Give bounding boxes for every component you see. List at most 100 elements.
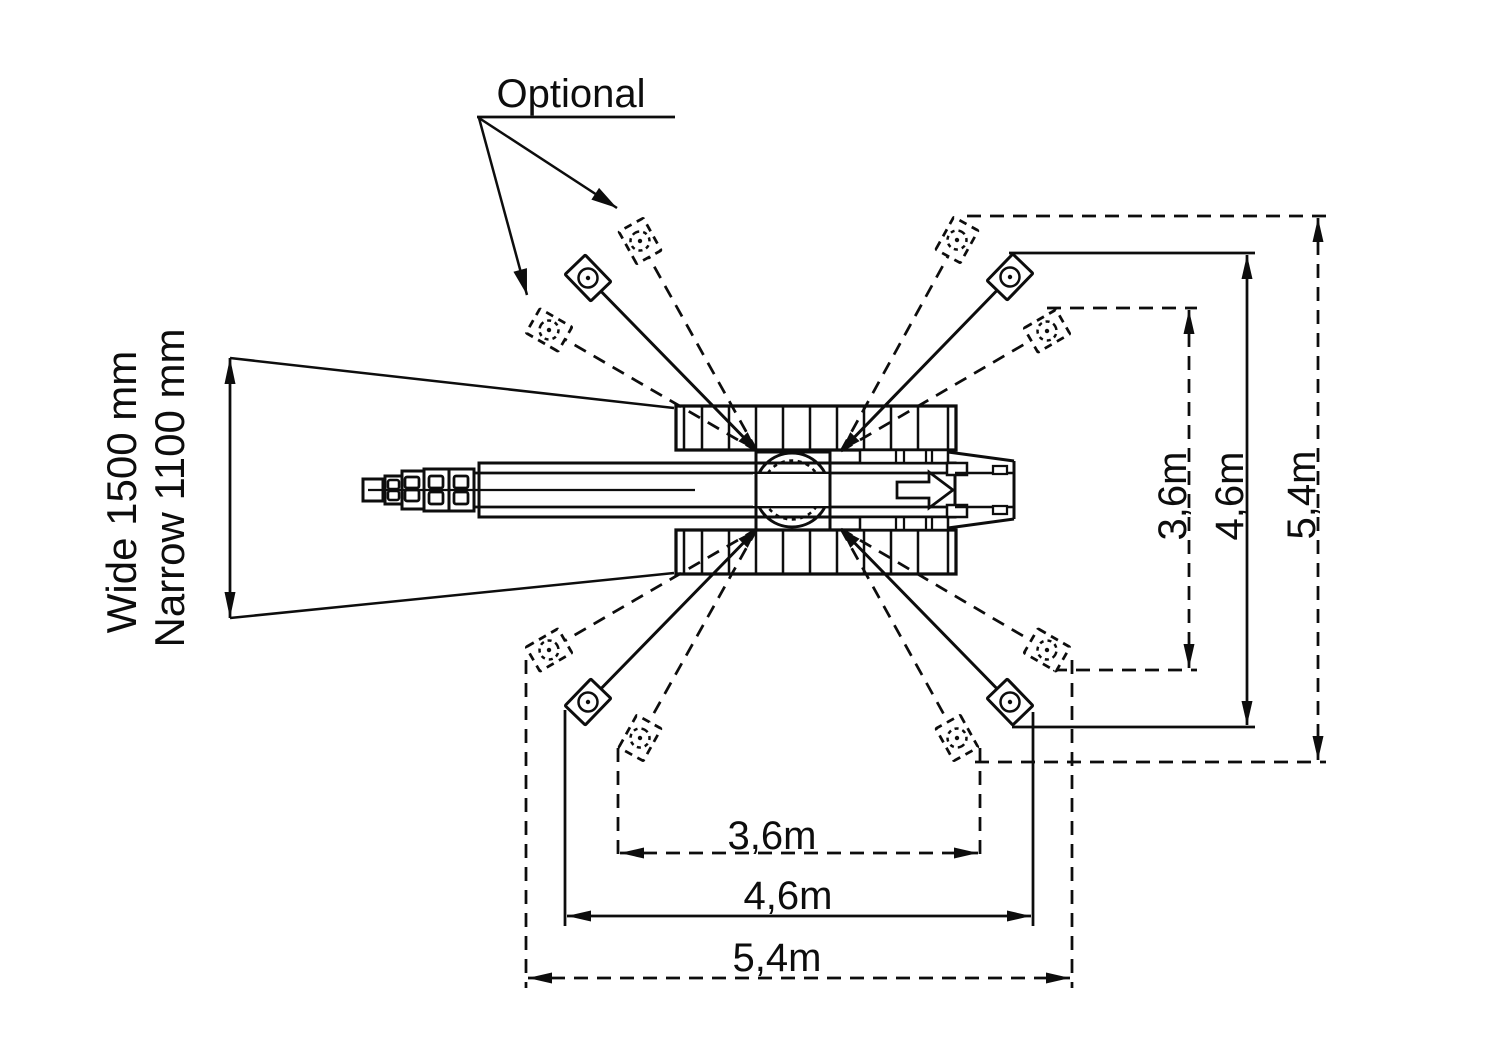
dim-3-6m-right-line-arrowhead xyxy=(1183,310,1195,334)
outrigger-pad-top-right-center-dot xyxy=(1007,274,1013,280)
dim-3-6m-bottom-line-arrowhead xyxy=(954,847,978,859)
outrigger-pad-bottom-left-optional-shallow-ring xyxy=(538,639,560,661)
outrigger-pad-bottom-right xyxy=(985,677,1035,727)
dim-3-6m-right-label: 3,6m xyxy=(1151,452,1195,541)
boom-s4-lug-bottom xyxy=(427,490,445,506)
carbody-beam-bottom-ticks xyxy=(894,517,934,530)
outrigger-pad-top-left-optional-shallow-ring xyxy=(538,319,560,341)
outrigger-pad-top-left-center-dot xyxy=(585,275,591,281)
arm-top-right-optional-shallow xyxy=(840,329,1048,453)
dim-4-6m-right-label: 4,6m xyxy=(1208,452,1252,541)
top-track xyxy=(674,404,958,452)
optional-leader-right-arrowhead xyxy=(591,187,617,208)
dim-5-4m-bottom-line-arrowhead xyxy=(528,972,552,984)
track-width-ext-top xyxy=(229,356,675,410)
arm-top-right-arrowhead xyxy=(841,432,860,451)
bottom-track-treads xyxy=(682,530,950,574)
outrigger-pad-top-left-ring xyxy=(577,267,599,289)
outrigger-pad-bottom-right-optional-shallow xyxy=(1022,627,1072,673)
outrigger-pad-bottom-right-optional-shallow-center-dot xyxy=(1044,647,1050,653)
bottom-track xyxy=(674,528,958,576)
track-width-dim-line-arrowhead xyxy=(224,358,236,384)
boom-s5-lug-top xyxy=(452,474,470,490)
optional-label: Optional xyxy=(497,72,646,116)
outrigger-pad-top-right-optional-steep-center-dot xyxy=(954,237,960,243)
rear-body-top-edge xyxy=(947,450,1015,463)
optional-leader-left-arrowhead xyxy=(513,268,527,295)
boom-s5-lug-bottom xyxy=(452,490,470,506)
track-width-narrow-label: Narrow 1100 mm xyxy=(146,329,193,648)
outrigger-pad-top-left-optional-steep-ring xyxy=(629,230,651,252)
dim-5-4m-right-label: 5,4m xyxy=(1280,451,1324,540)
outrigger-pad-bottom-left-center-dot xyxy=(585,699,591,705)
outrigger-pad-bottom-left-optional-steep xyxy=(617,714,663,762)
dim-4-6m-bottom-line-arrowhead xyxy=(567,910,591,922)
outrigger-pad-bottom-right-optional-shallow-ring xyxy=(1036,639,1058,661)
outrigger-pad-bottom-left-ring xyxy=(577,691,599,713)
outrigger-pad-top-right-optional-shallow xyxy=(1022,308,1072,354)
arm-bottom-right-optional-shallow xyxy=(840,527,1048,652)
outrigger-pad-top-right-optional-shallow-ring xyxy=(1036,320,1058,342)
arm-bottom-left-optional-shallow xyxy=(548,527,758,652)
outrigger-pad-bottom-right-ring xyxy=(999,691,1021,713)
top-track-treads xyxy=(682,406,950,450)
outrigger-pad-bottom-left-optional-steep-ring xyxy=(629,727,651,749)
track-width-ext-bottom xyxy=(229,571,675,620)
slew-mask xyxy=(753,474,831,506)
arm-bottom-left-arrowhead xyxy=(738,529,757,548)
dim-4-6m-bottom-line-arrowhead xyxy=(1007,910,1031,922)
outrigger-pad-bottom-right-optional-steep-center-dot xyxy=(954,735,960,741)
optional-leader-right xyxy=(478,116,618,210)
boom-s3-lug-top xyxy=(403,475,421,490)
outrigger-pad-top-left-optional-shallow-center-dot xyxy=(546,327,552,333)
outrigger-pad-top-right xyxy=(985,252,1035,302)
outrigger-pad-bottom-left-optional-shallow-center-dot xyxy=(546,647,552,653)
dim-3-6m-right-line-arrowhead xyxy=(1183,644,1195,668)
dim-5-4m-right-line-arrowhead xyxy=(1312,736,1324,760)
carbody-beam-top-ticks xyxy=(894,450,934,463)
outrigger-pad-bottom-right-optional-steep xyxy=(934,714,980,762)
arm-bottom-left xyxy=(586,527,759,704)
dim-4-6m-right-line-arrowhead xyxy=(1241,701,1253,725)
dim-5-4m-right-line-arrowhead xyxy=(1312,218,1324,242)
outrigger-pad-top-left-optional-steep-center-dot xyxy=(637,238,643,244)
outrigger-pad-top-right-optional-steep-ring xyxy=(946,229,968,251)
arm-top-right-optional-steep xyxy=(839,239,959,452)
outrigger-pad-top-left-optional-steep xyxy=(617,217,663,265)
dim-3-6m-bottom-label: 3,6m xyxy=(728,814,817,858)
turntable xyxy=(754,450,832,532)
boom-s4-lug-top xyxy=(427,474,445,490)
outrigger-pad-bottom-left xyxy=(563,677,613,727)
arm-bottom-left-optional-steep xyxy=(638,528,759,739)
track-width-dim-line-arrowhead xyxy=(224,592,236,618)
travel-direction-arrow xyxy=(895,469,956,511)
arm-bottom-right-optional-steep xyxy=(839,528,959,739)
arm-top-left-optional-shallow xyxy=(548,328,758,453)
track-width-wide-label: Wide 1500 mm xyxy=(98,351,145,633)
outrigger-pad-top-right-optional-steep xyxy=(934,216,980,264)
optional-leader-left xyxy=(477,117,529,296)
dim-4-6m-right-line-arrowhead xyxy=(1241,255,1253,279)
arm-top-left-optional-steep xyxy=(638,240,759,452)
outrigger-pad-top-right-optional-shallow-center-dot xyxy=(1044,328,1050,334)
outrigger-pad-top-right-ring xyxy=(999,266,1021,288)
outrigger-pad-bottom-left-optional-shallow xyxy=(524,627,574,673)
arm-top-left-arrowhead xyxy=(738,432,757,451)
outrigger-pad-bottom-right-center-dot xyxy=(1007,699,1013,705)
rear-body-notch-bottom xyxy=(991,504,1009,516)
outrigger-pad-top-left xyxy=(563,253,613,303)
arm-bottom-right-arrowhead xyxy=(841,529,860,548)
dim-3-6m-bottom-line-arrowhead xyxy=(620,847,644,859)
arm-bottom-right xyxy=(839,527,1012,704)
rear-body-bottom-edge xyxy=(947,517,1015,530)
outrigger-pad-top-left-optional-shallow xyxy=(524,307,574,353)
dim-5-4m-bottom-line-arrowhead xyxy=(1046,972,1070,984)
dim-5-4m-bottom-label: 5,4m xyxy=(733,936,822,980)
arm-top-right xyxy=(839,275,1012,453)
arm-top-left xyxy=(586,276,759,453)
outrigger-pad-bottom-right-optional-steep-ring xyxy=(946,727,968,749)
dim-4-6m-bottom-label: 4,6m xyxy=(744,874,833,918)
rear-body-notch-top xyxy=(991,464,1009,476)
